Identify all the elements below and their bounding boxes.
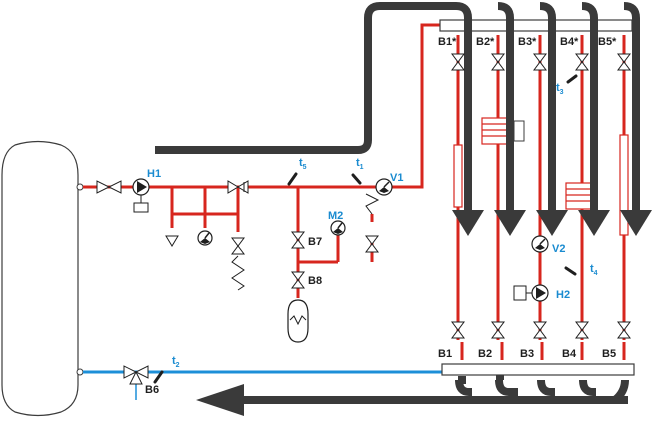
flow-arrow-icon <box>452 210 652 236</box>
valve-label-b1-star: B1* <box>438 36 457 48</box>
thermometer-icon <box>153 74 578 384</box>
expansion-vessel-icon <box>287 299 309 343</box>
v2-label: V2 <box>552 243 565 255</box>
valve-label-b1: B1 <box>438 348 452 360</box>
safety-valve-icon <box>231 237 245 291</box>
pump-icon[interactable] <box>513 284 549 302</box>
valve-label-b2-star: B2* <box>476 36 495 48</box>
valve-label-b5: B5 <box>602 348 616 360</box>
gate-valve-icon[interactable] <box>96 180 249 194</box>
t4-label: t4 <box>590 263 598 277</box>
valve-label-b2: B2 <box>478 348 492 360</box>
t1-label: t1 <box>356 157 364 171</box>
gate-valve-icon[interactable] <box>451 53 631 71</box>
valve-actuator-icon <box>513 120 525 142</box>
svg-text:t4: t4 <box>590 263 598 277</box>
three-way-valve-icon[interactable] <box>123 365 149 385</box>
gate-valve-icon[interactable] <box>291 231 305 289</box>
svg-text:t3: t3 <box>556 82 564 96</box>
return-header <box>441 363 635 376</box>
m2-label: M2 <box>328 210 343 222</box>
b8-label: B8 <box>308 275 322 287</box>
flow-meter-icon[interactable] <box>531 235 549 253</box>
t3-label: t3 <box>556 82 564 96</box>
gate-valve-icon[interactable] <box>451 321 631 339</box>
pressure-gauge-icon <box>330 220 346 236</box>
pump-icon[interactable] <box>132 178 150 213</box>
supply-piping <box>83 23 626 360</box>
h2-label: H2 <box>556 289 570 301</box>
valve-label-b3: B3 <box>520 348 534 360</box>
flow-meter-icon[interactable] <box>375 178 393 196</box>
v1-label: V1 <box>390 172 403 184</box>
flow-arrow-icon <box>155 1 640 404</box>
safety-valve-icon <box>365 193 380 253</box>
pressure-gauge-icon <box>197 230 213 246</box>
drain-valve-icon <box>165 235 179 247</box>
t5-label: t5 <box>299 157 307 171</box>
h1-label: H1 <box>147 168 161 180</box>
b6-label: B6 <box>145 384 159 396</box>
valve-label-b4-star: B4* <box>560 36 579 48</box>
svg-text:t5: t5 <box>299 157 307 171</box>
svg-text:t2: t2 <box>172 355 180 369</box>
t2-label: t2 <box>172 355 180 369</box>
storage-tank-icon <box>1 140 84 417</box>
return-flow-arrow-icon <box>196 384 628 416</box>
valve-label-b3-star: B3* <box>518 36 537 48</box>
b7-label: B7 <box>308 236 322 248</box>
svg-text:t1: t1 <box>356 157 364 171</box>
valve-label-b5-star: B5* <box>598 36 617 48</box>
valve-label-b4: B4 <box>562 348 577 360</box>
